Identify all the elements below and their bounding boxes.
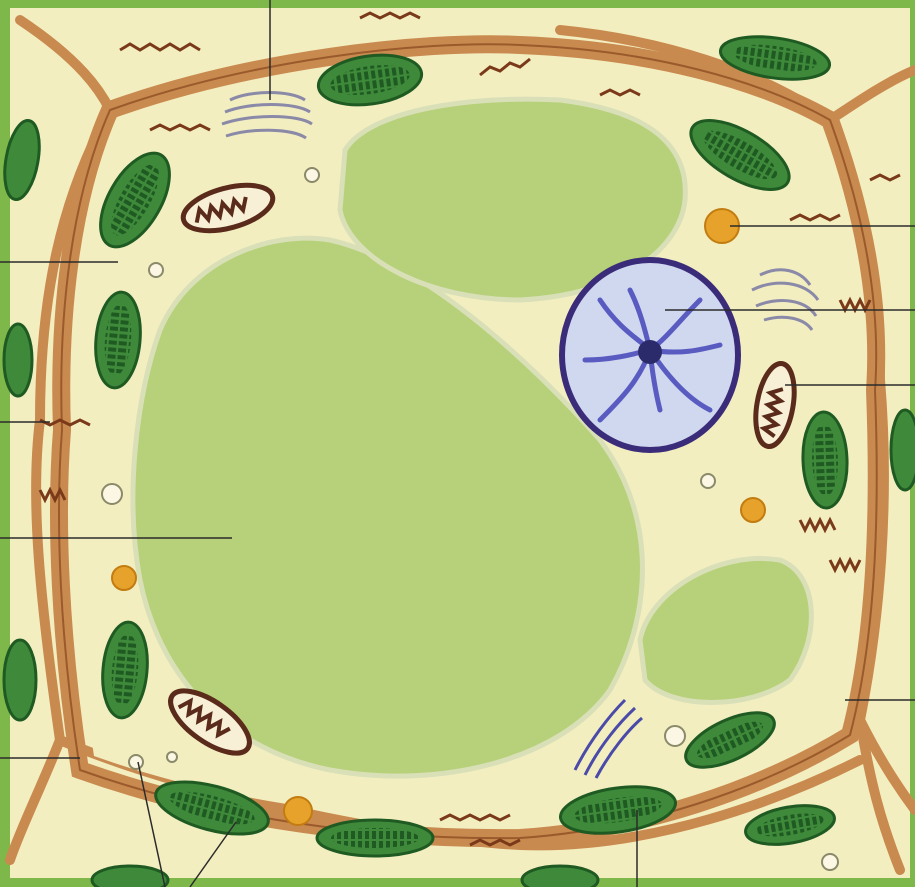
- nucleus: [562, 260, 738, 450]
